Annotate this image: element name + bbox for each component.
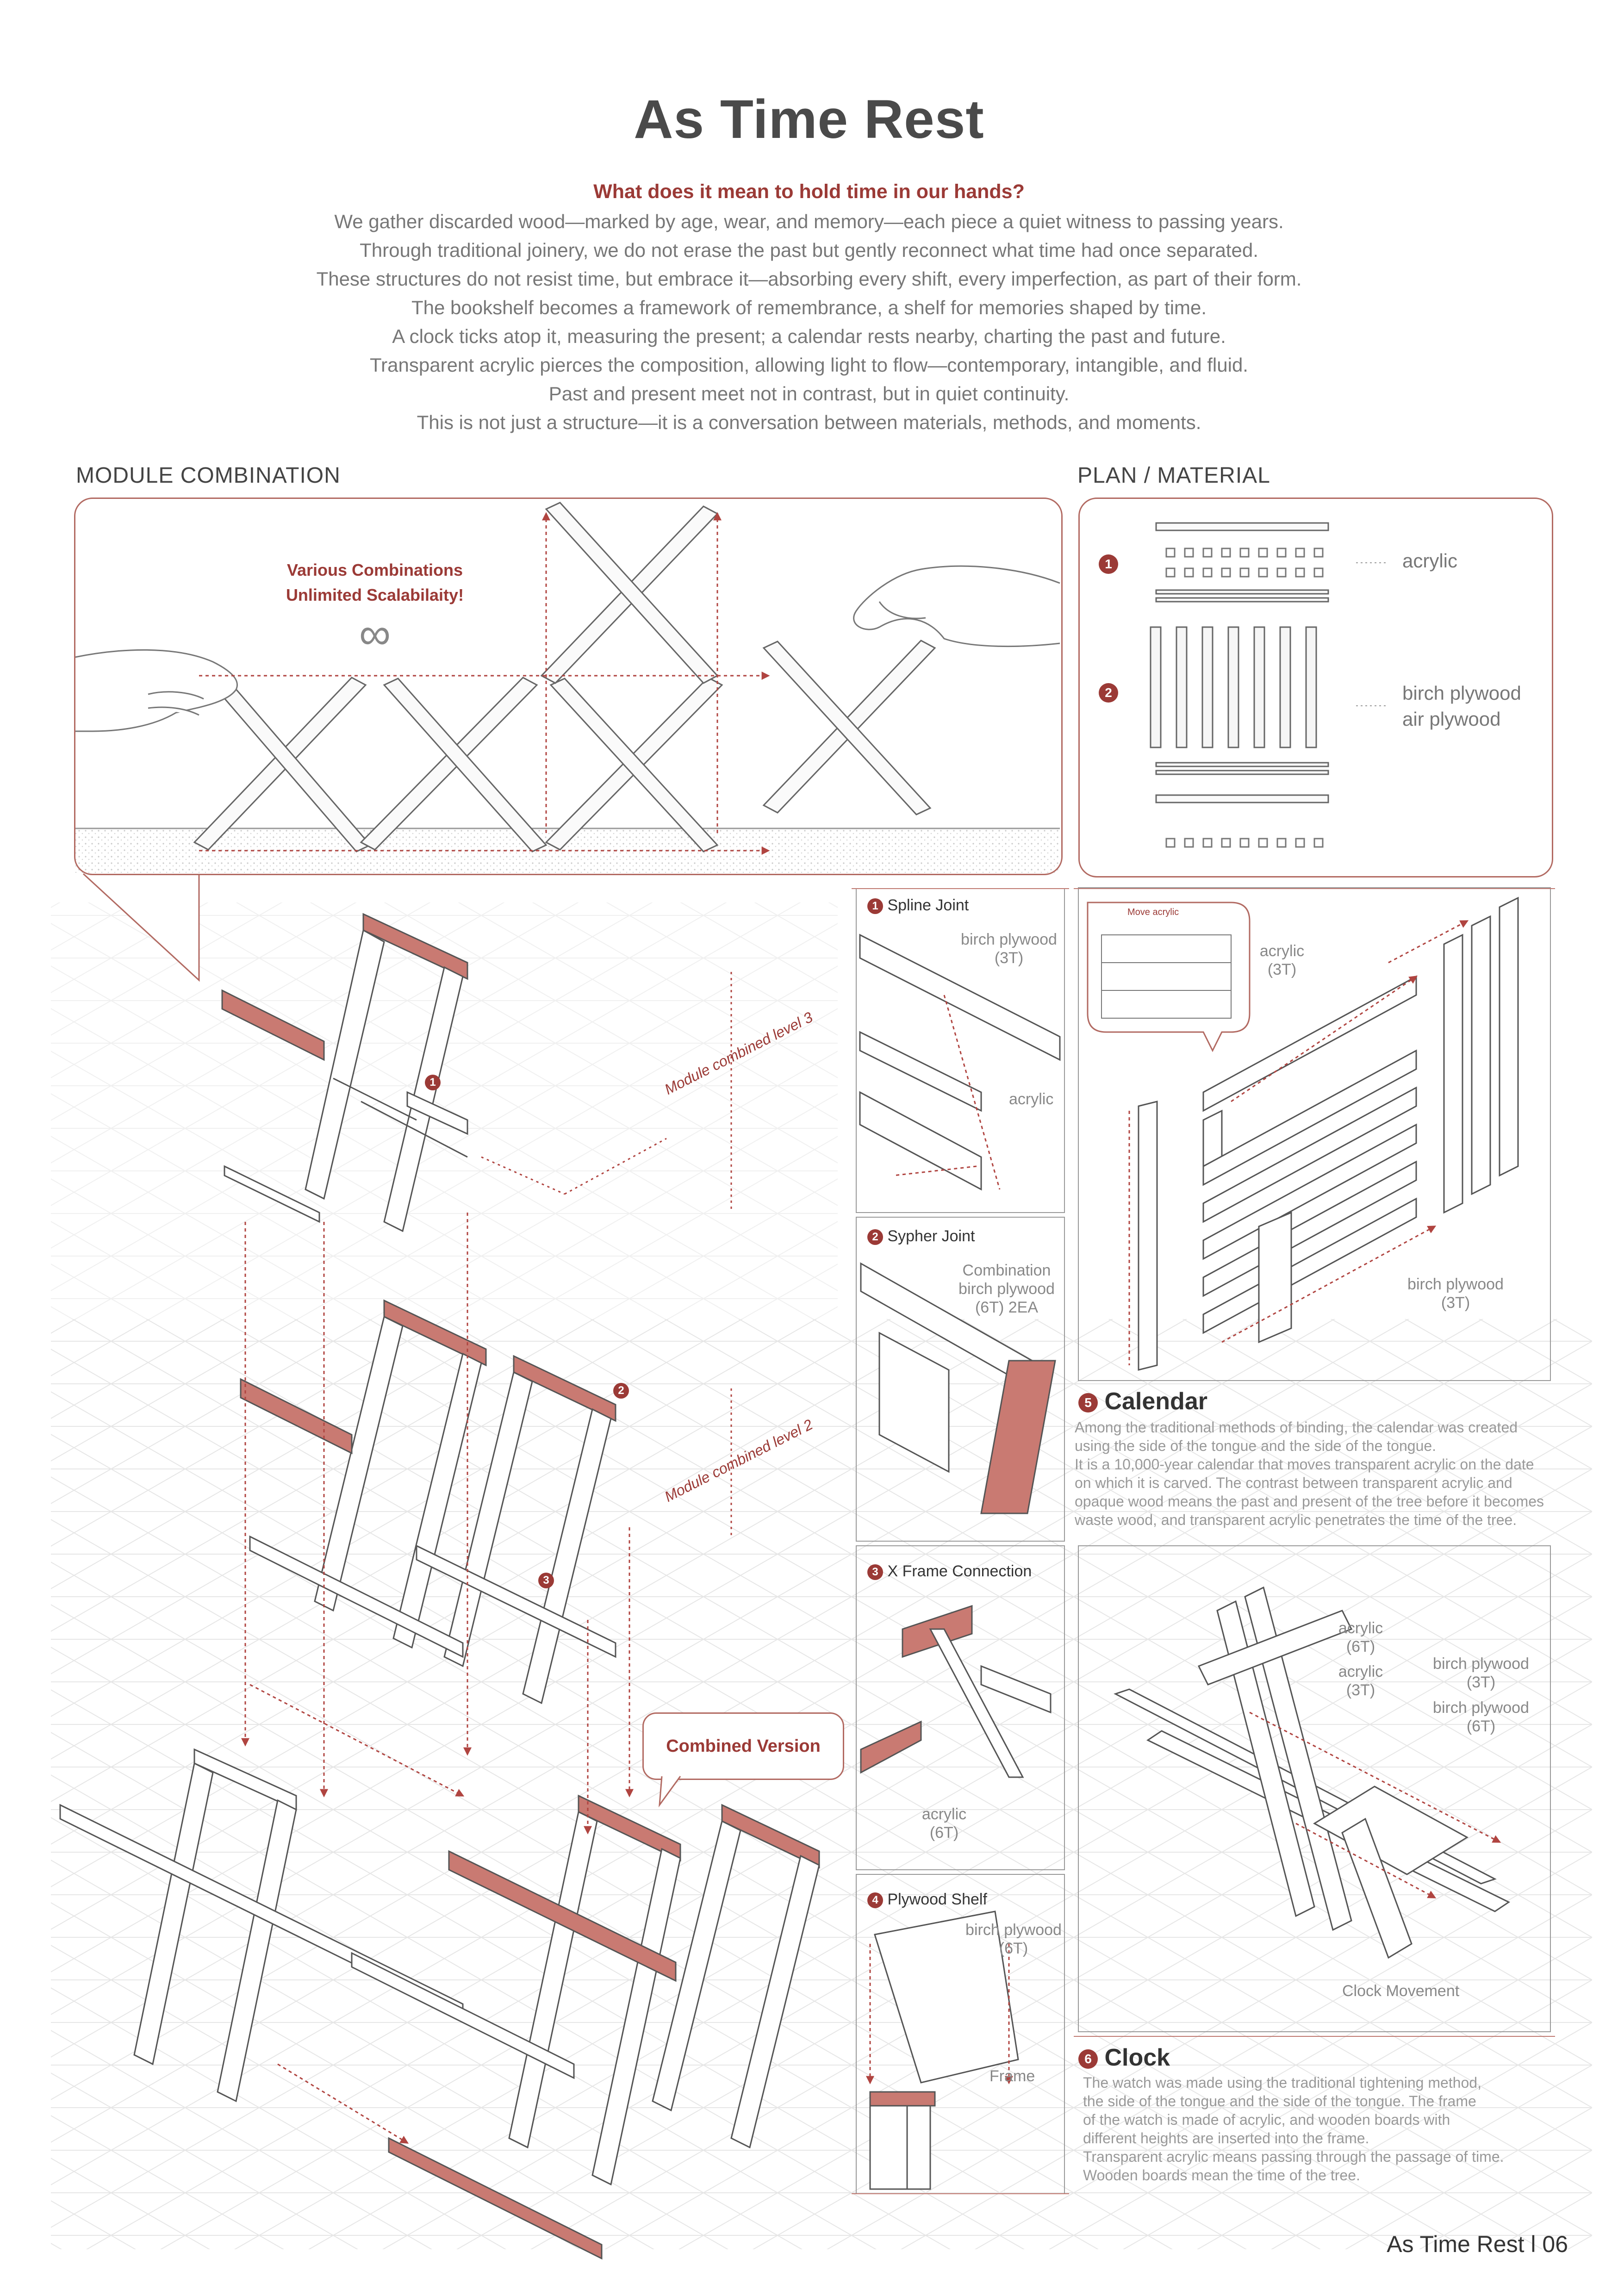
axon-marker-1: 1 xyxy=(425,1075,441,1090)
calendar-inset-label: Move acrylic xyxy=(1127,907,1179,917)
plan-square xyxy=(1202,548,1213,558)
section-title-module-combination: MODULE COMBINATION xyxy=(76,463,341,488)
plan-square xyxy=(1239,838,1250,848)
plan-square xyxy=(1313,838,1324,848)
intro-line: Past and present meet not in contrast, b… xyxy=(548,383,1070,404)
intro-line: Transparent acrylic pierces the composit… xyxy=(370,354,1248,376)
plan-square xyxy=(1276,548,1287,558)
plan-drawing xyxy=(1155,522,1329,803)
section-title-plan-material: PLAN / MATERIAL xyxy=(1077,463,1270,488)
clock-heading: 6 Clock xyxy=(1078,2044,1170,2072)
plan-square xyxy=(1221,838,1231,848)
spline-label-birch: birch plywood(3T) xyxy=(961,931,1057,967)
intro-line: A clock ticks atop it, measuring the pre… xyxy=(392,325,1226,347)
plan-square xyxy=(1313,567,1324,578)
plan-square xyxy=(1184,838,1194,848)
intro-line: We gather discarded wood—marked by age, … xyxy=(334,211,1284,232)
intro-line: The bookshelf becomes a framework of rem… xyxy=(411,297,1207,318)
xframe-label-acrylic: acrylic(6T) xyxy=(921,1805,967,1842)
clock-label-movement: Clock Movement xyxy=(1342,1982,1460,2000)
axon-level3 xyxy=(221,913,468,1232)
clock-label-birch3: birch plywood(3T) xyxy=(1433,1655,1529,1691)
plan-marker-1: 1 xyxy=(1099,554,1118,574)
plan-square xyxy=(1313,548,1324,558)
clock-drawing xyxy=(1114,1586,1510,1959)
plan-bar xyxy=(1176,626,1188,748)
plan-bar xyxy=(1227,626,1239,748)
infinity-icon: ∞ xyxy=(359,609,391,659)
module-combination-panel xyxy=(74,498,1063,875)
plan-bar xyxy=(1305,626,1317,748)
clock-label-acrylic3: acrylic(3T) xyxy=(1338,1663,1383,1699)
calendar-label-acrylic: acrylic(3T) xyxy=(1259,942,1305,978)
plan-square xyxy=(1184,548,1194,558)
plan-label-plywood: birch plywood air plywood xyxy=(1402,680,1521,732)
plan-label-air: air plywood xyxy=(1402,708,1501,730)
hand-left xyxy=(75,649,238,732)
page-footer: As Time Rest l 06 xyxy=(1387,2231,1568,2257)
plan-square xyxy=(1165,548,1176,558)
plan-square xyxy=(1221,567,1231,578)
intro-line: This is not just a structure—it is a con… xyxy=(417,411,1201,433)
calendar-drawing xyxy=(1138,896,1519,1371)
module-heading-line2: Unlimited Scalabilaity! xyxy=(286,585,464,604)
combined-version-label: Combined Version xyxy=(666,1736,821,1756)
hand-right xyxy=(853,565,1060,647)
axon-marker-2: 2 xyxy=(613,1383,629,1399)
module-heading: Various Combinations Unlimited Scalabila… xyxy=(259,558,491,608)
clock-description: The watch was made using the traditional… xyxy=(1083,2074,1504,2184)
plan-square xyxy=(1258,548,1268,558)
module-sticks xyxy=(193,502,936,852)
plan-bar xyxy=(1253,626,1265,748)
plan-square xyxy=(1202,567,1213,578)
module-heading-line1: Various Combinations xyxy=(286,560,463,579)
clock-label-acrylic6: acrylic(6T) xyxy=(1338,1619,1383,1655)
clock-label-birch6: birch plywood(6T) xyxy=(1433,1699,1529,1735)
plan-square xyxy=(1221,548,1231,558)
plan-square xyxy=(1239,567,1250,578)
plan-label-birch: birch plywood xyxy=(1402,682,1521,704)
plan-square xyxy=(1202,838,1213,848)
intro-line: Through traditional joinery, we do not e… xyxy=(360,239,1258,261)
plan-label-acrylic: acrylic xyxy=(1402,550,1458,572)
combined-version-bubble: Combined Version xyxy=(642,1712,844,1780)
calendar-label-birch: birch plywood(3T) xyxy=(1407,1276,1504,1312)
plan-square xyxy=(1276,567,1287,578)
plan-square xyxy=(1258,567,1268,578)
axon-marker-3: 3 xyxy=(538,1573,554,1588)
plan-square xyxy=(1276,838,1287,848)
plan-material-panel xyxy=(1078,498,1553,877)
plan-square xyxy=(1295,567,1305,578)
intro-line: These structures do not resist time, but… xyxy=(316,268,1302,290)
plan-square xyxy=(1258,838,1268,848)
axon-level2 xyxy=(240,1299,616,1705)
intro-question: What does it mean to hold time in our ha… xyxy=(593,180,1025,203)
plan-bar xyxy=(1201,626,1214,748)
plan-bar xyxy=(1150,626,1162,748)
plan-square xyxy=(1165,838,1176,848)
axon-combined xyxy=(59,1748,820,2260)
plan-square xyxy=(1295,838,1305,848)
plan-square xyxy=(1239,548,1250,558)
intro-text: We gather discarded wood—marked by age, … xyxy=(0,207,1618,437)
page-title: As Time Rest xyxy=(634,89,984,150)
shelf-label-birch: birch plywood(6T) xyxy=(965,1921,1062,1957)
iso-grid-floor xyxy=(51,1319,1592,2249)
plan-square xyxy=(1295,548,1305,558)
spline-label-acrylic: acrylic xyxy=(1009,1090,1054,1108)
xframe-heading: 3 X Frame Connection xyxy=(867,1562,1032,1580)
shelf-label-frame: Frame xyxy=(989,2067,1035,2085)
plan-square xyxy=(1165,567,1176,578)
plan-bar xyxy=(1279,626,1291,748)
calendar-description: Among the traditional methods of binding… xyxy=(1075,1419,1544,1528)
spline-joint-heading: 1 Spline Joint xyxy=(867,896,969,915)
plan-marker-2: 2 xyxy=(1099,683,1118,703)
plywood-shelf-heading: 4 Plywood Shelf xyxy=(867,1891,987,1909)
plan-square xyxy=(1184,567,1194,578)
calendar-heading: 5 Calendar xyxy=(1078,1388,1207,1415)
sypher-joint-heading: 2 Sypher Joint xyxy=(867,1227,975,1245)
joint-drawings xyxy=(859,933,1061,2190)
